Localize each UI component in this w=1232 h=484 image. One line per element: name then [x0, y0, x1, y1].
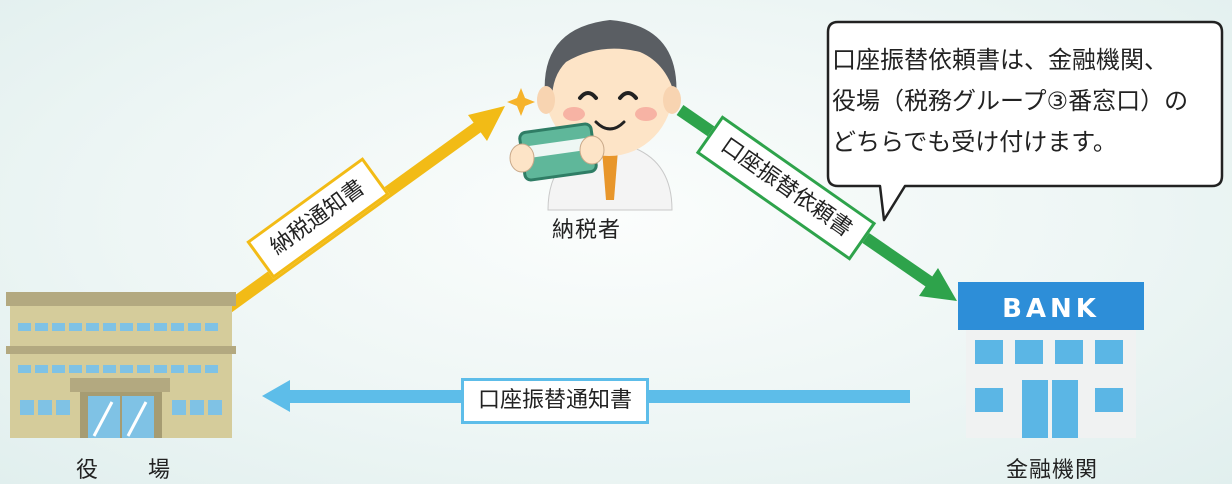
speech-line-2: 役場（税務グループ③番窓口）の [832, 87, 1189, 115]
transfer-notice-label: 口座振替通知書 [461, 378, 650, 424]
taxpayer-caption: 納税者 [552, 218, 622, 243]
speech-line-1: 口座振替依頼書は、金融機関、 [832, 46, 1168, 74]
bank-sign-text: BANK [1002, 294, 1100, 324]
town-office-caption: 役 場 [76, 458, 185, 483]
speech-line-3: どちらでも受け付けます。 [832, 128, 1117, 156]
taxpayer-character-icon [507, 20, 681, 211]
speech-bubble-text: 口座振替依頼書は、金融機関、 役場（税務グループ③番窓口）の どちらでも受け付け… [832, 40, 1212, 163]
bank-building-icon: BANK [958, 282, 1144, 438]
speech-bubble [826, 20, 1224, 222]
sparkle-icon [507, 88, 535, 116]
bank-caption: 金融機関 [1006, 458, 1099, 483]
town-office-building-icon [6, 292, 236, 438]
